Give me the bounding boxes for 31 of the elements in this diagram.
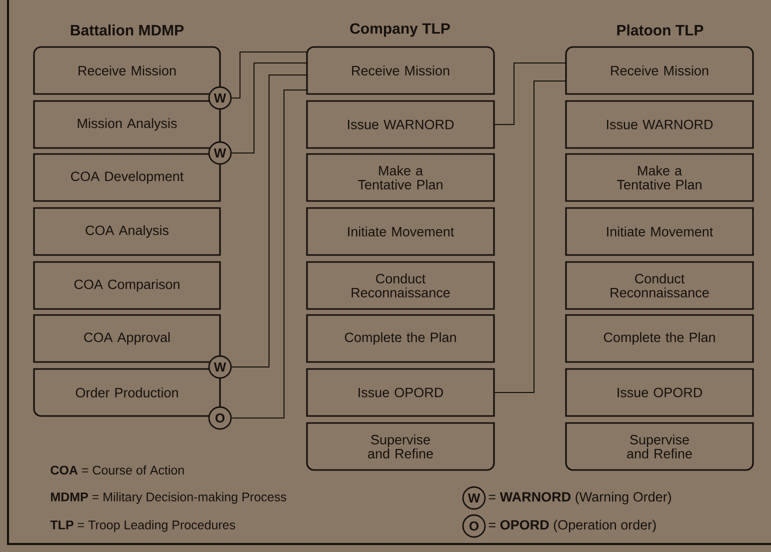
connector-line	[231, 62, 308, 154]
legend-text: = OPORD (Operation order)	[488, 520, 656, 532]
step-box: Receive Mission	[33, 46, 221, 95]
connector-line	[231, 74, 308, 368]
step-box: Make a Tentative Plan	[565, 153, 754, 202]
connector-line	[494, 62, 566, 125]
connector-line	[231, 52, 308, 98]
step-box: Complete the Plan	[565, 314, 754, 363]
step-box: Supervise and Refine	[565, 422, 754, 471]
step-box: Conduct Reconnaissance	[565, 261, 754, 310]
step-box: Complete the Plan	[306, 314, 495, 363]
step-box: Make a Tentative Plan	[306, 153, 495, 202]
connector-line	[231, 90, 308, 418]
step-box: Receive Mission	[565, 46, 754, 95]
legend-text: COA = Course of Action	[50, 465, 184, 475]
step-box: COA Approval	[33, 314, 221, 363]
step-box: Issue OPORD	[306, 368, 495, 417]
step-box: COA Analysis	[33, 207, 221, 256]
step-box: Issue WARNORD	[565, 100, 754, 149]
step-box: Receive Mission	[306, 46, 495, 95]
step-box: Initiate Movement	[565, 207, 754, 256]
step-box: Initiate Movement	[306, 207, 495, 256]
step-box: Issue WARNORD	[306, 100, 495, 149]
connector-line	[494, 80, 566, 393]
step-box: COA Comparison	[33, 261, 221, 310]
legend-text: MDMP = Military Decision-making Process	[51, 492, 286, 504]
legend-text: TLP = Troop Leading Procedures	[50, 520, 236, 532]
step-box: Issue OPORD	[565, 368, 754, 417]
legend-text: = WARNORD (Warning Order)	[488, 492, 671, 504]
step-box: Conduct Reconnaissance	[306, 261, 495, 310]
step-box: Supervise and Refine	[306, 422, 495, 471]
